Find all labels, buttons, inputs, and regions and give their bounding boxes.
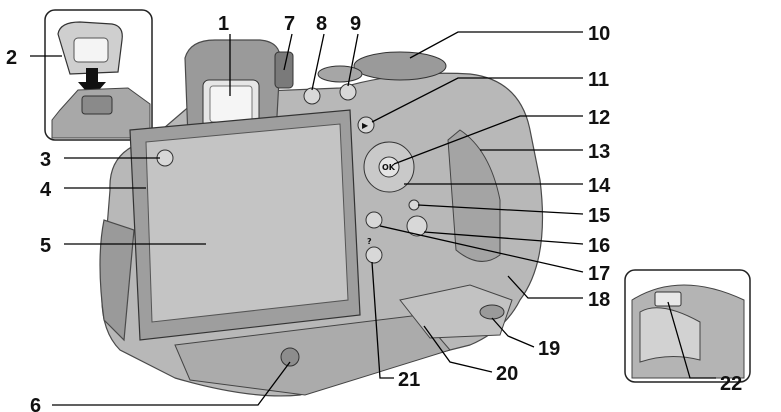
viewfinder-window xyxy=(81,95,113,115)
callout-1: 1 xyxy=(218,13,229,35)
callout-21: 21 xyxy=(398,369,420,391)
ae-lock-button xyxy=(303,87,321,105)
slot-inset xyxy=(624,269,751,383)
callout-13: 13 xyxy=(588,141,610,163)
battery-latch xyxy=(479,304,505,320)
callout-9: 9 xyxy=(350,13,361,35)
callout-19: 19 xyxy=(538,338,560,360)
info-button-top xyxy=(339,83,357,101)
callout-10: 10 xyxy=(588,23,610,45)
zoom-out-button xyxy=(365,246,383,264)
leader-15 xyxy=(417,204,584,215)
callout-18: 18 xyxy=(588,289,610,311)
leader-20 xyxy=(423,325,493,373)
callout-6: 6 xyxy=(30,395,41,412)
leader-11 xyxy=(371,77,583,123)
ok-button-label: OK xyxy=(382,163,396,172)
callout-2: 2 xyxy=(6,47,17,69)
leader-lines xyxy=(30,31,716,406)
slot-connector xyxy=(654,291,682,307)
leader-22 xyxy=(667,301,716,379)
camera-base xyxy=(174,314,451,396)
leader-10 xyxy=(409,31,583,59)
callout-12: 12 xyxy=(588,107,610,129)
callout-17: 17 xyxy=(588,263,610,285)
callout-numbers: 1 2 3 4 5 6 7 8 9 10 11 12 13 14 15 16 1… xyxy=(6,13,742,412)
leader-16 xyxy=(423,231,584,245)
viewfinder-glass xyxy=(209,85,253,123)
live-view-button xyxy=(408,199,420,211)
zoom-in-button xyxy=(365,211,383,229)
battery-chamber-cover xyxy=(399,284,513,339)
attach-arrow-icon xyxy=(78,68,106,98)
leader-19 xyxy=(491,317,535,348)
delete-button xyxy=(406,215,428,237)
leader-18 xyxy=(507,275,583,299)
callout-11: 11 xyxy=(588,69,609,91)
callout-3: 3 xyxy=(40,149,51,171)
tripod-socket xyxy=(280,347,300,367)
left-side-grip xyxy=(99,219,135,342)
command-dial xyxy=(353,51,447,81)
connector-cover xyxy=(447,129,501,262)
leader-7 xyxy=(283,33,293,71)
callout-20: 20 xyxy=(496,363,518,385)
leader-9 xyxy=(347,33,359,87)
camera-body: ▶ OK ? xyxy=(99,39,544,397)
leader-8 xyxy=(311,33,325,91)
callout-5: 5 xyxy=(40,235,51,257)
ok-button xyxy=(378,156,400,178)
callout-22: 22 xyxy=(720,373,742,395)
monitor-screen xyxy=(145,123,349,323)
eyecup-opening xyxy=(73,37,109,63)
callout-15: 15 xyxy=(588,205,610,227)
leader-6 xyxy=(52,361,291,406)
top-small-dial xyxy=(317,65,363,83)
playback-button xyxy=(357,116,375,134)
playback-icon: ▶ xyxy=(362,121,369,130)
callout-16: 16 xyxy=(588,235,610,257)
callout-7: 7 xyxy=(284,13,295,35)
leader-12 xyxy=(393,115,583,165)
eyecup-inset xyxy=(44,9,153,141)
leader-21 xyxy=(371,261,394,379)
callout-4: 4 xyxy=(40,179,52,201)
leader-17 xyxy=(379,225,584,273)
help-icon: ? xyxy=(367,237,372,246)
slot-cover xyxy=(639,307,701,363)
callout-8: 8 xyxy=(316,13,327,35)
callout-14: 14 xyxy=(588,175,611,197)
